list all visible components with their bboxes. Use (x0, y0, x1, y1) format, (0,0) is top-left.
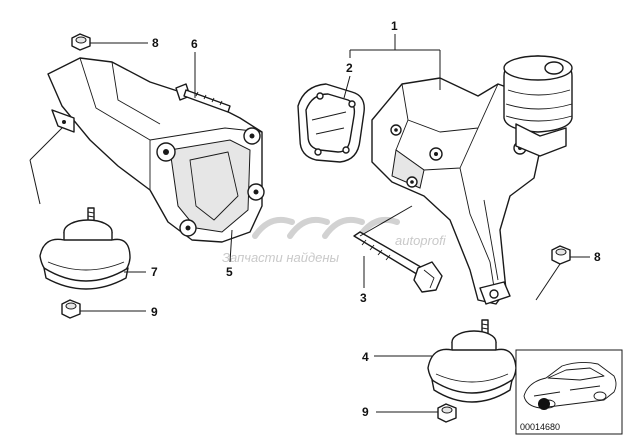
gasket-2 (297, 83, 365, 163)
engine-mount-4 (427, 319, 517, 403)
watermark-logo (252, 216, 400, 239)
callout-6: 6 (191, 37, 198, 51)
nut-9-left (61, 299, 81, 319)
leader-lines (29, 34, 590, 413)
callout-7: 7 (151, 265, 158, 279)
callout-5: 5 (226, 265, 233, 279)
callout-8-right: 8 (594, 250, 601, 264)
nut-8-left (71, 33, 91, 51)
watermark-logo-word: autoprofi (395, 233, 447, 248)
engine-location-marker (538, 398, 550, 410)
callout-numbers: 8 6 1 2 5 7 9 3 8 4 9 (151, 19, 601, 419)
oil-filter-housing-bracket-1 (371, 55, 573, 305)
callout-1: 1 (391, 19, 398, 33)
bolt-6 (175, 83, 231, 113)
engine-support-bracket-5 (47, 57, 265, 243)
callout-8-left: 8 (152, 36, 159, 50)
engine-mount-7 (39, 207, 131, 290)
callout-9-left: 9 (151, 305, 158, 319)
callout-2: 2 (346, 61, 353, 75)
watermark: autoprofi Запчасти найдены (222, 216, 447, 265)
long-bolt-3 (353, 231, 443, 293)
watermark-text: Запчасти найдены (222, 250, 340, 265)
callout-4: 4 (362, 350, 369, 364)
nut-9-bottom (437, 403, 457, 423)
inset-car-location: 00014680 (515, 349, 623, 435)
callout-3: 3 (360, 291, 367, 305)
nut-8-right (551, 245, 571, 265)
callout-9-bottom: 9 (362, 405, 369, 419)
inset-part-code: 00014680 (520, 422, 560, 432)
